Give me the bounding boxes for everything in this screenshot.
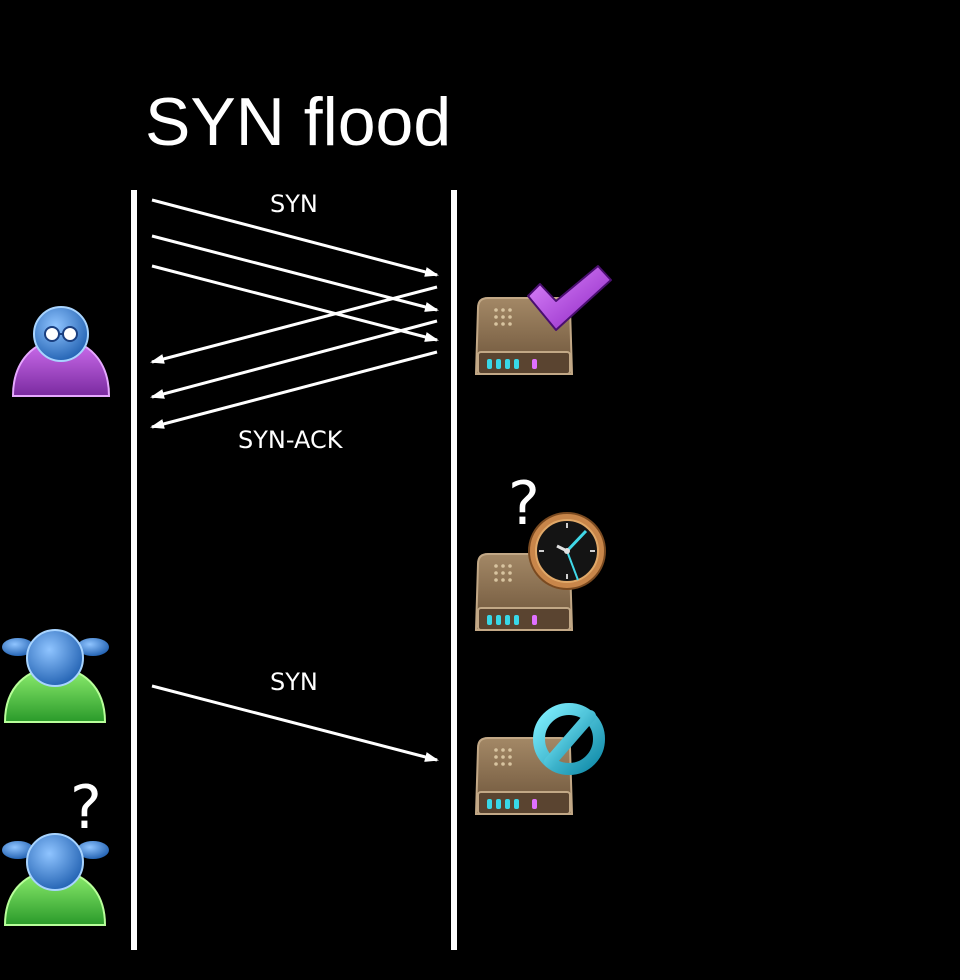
syn-ack-arrow-3: [150, 350, 438, 429]
user-question-mark: ?: [70, 773, 102, 843]
server-accepting: [474, 265, 612, 375]
syn-arrow-legit: [151, 684, 439, 762]
prohibited-icon: [533, 703, 605, 775]
attacker-user-icon: [11, 306, 111, 397]
checkmark-icon: [527, 265, 612, 331]
user-icon: [2, 629, 109, 723]
syn-arrow-1: [151, 198, 439, 277]
syn-ack-arrows: [150, 285, 438, 429]
syn-label-top: SYN: [270, 190, 318, 218]
clock-icon: [528, 512, 606, 590]
syn-arrows: [151, 198, 439, 342]
syn-label-bottom: SYN: [270, 668, 318, 696]
syn-arrow-2: [151, 234, 439, 312]
waiting-user-icon: [2, 833, 109, 926]
syn-ack-arrow-1: [150, 285, 438, 364]
syn-ack-arrow-2: [150, 319, 438, 399]
glasses-icon: [44, 326, 78, 342]
server-question-mark: ?: [508, 469, 540, 539]
syn-ack-label: SYN-ACK: [238, 426, 344, 454]
server-waiting: [474, 512, 606, 631]
server-refusing: [474, 703, 605, 815]
syn-arrow-3: [151, 264, 439, 342]
diagram-title: SYN flood: [145, 84, 451, 160]
